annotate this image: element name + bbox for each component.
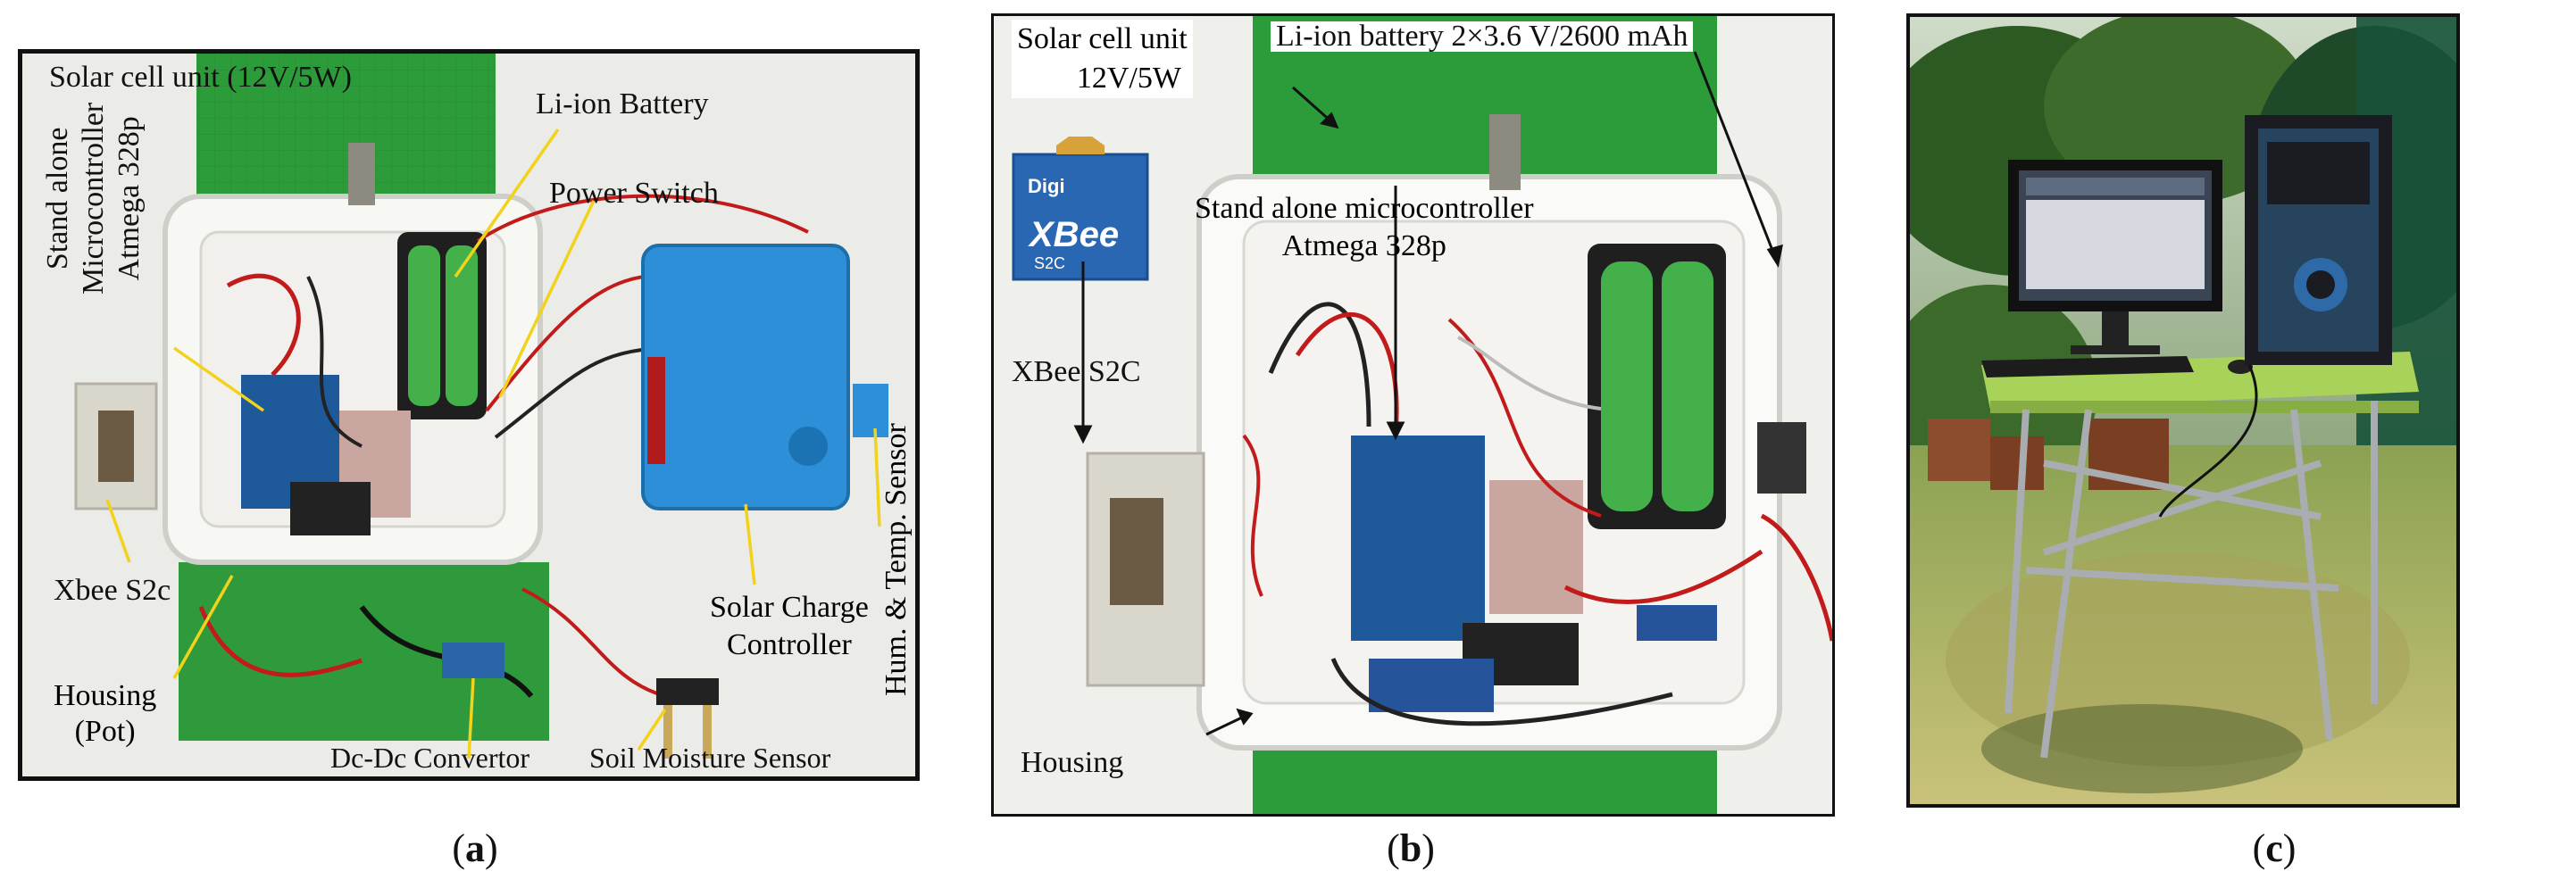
- panel-c: [1906, 13, 2460, 808]
- caption-a-letter: a: [465, 826, 485, 870]
- caption-b-letter: b: [1399, 826, 1422, 870]
- label-charge-controller: Solar Charge Controller: [710, 589, 869, 664]
- label-hum-temp-sensor: Hum. & Temp. Sensor: [880, 423, 913, 705]
- label-charge-controller-line2: Controller: [727, 628, 852, 661]
- label-b-microcontroller-line1: Stand alone microcontroller: [1195, 192, 1534, 225]
- panel-a-photo: [22, 54, 915, 776]
- xbee-logo-sub: S2C: [1034, 254, 1066, 272]
- label-power-switch: Power Switch: [549, 177, 719, 210]
- label-soil-sensor: Soil Moisture Sensor: [589, 742, 831, 774]
- xbee-logo-brand: Digi: [1028, 175, 1065, 197]
- caption-a: (a): [452, 826, 498, 870]
- label-microcontroller-line3: Atmega 328p: [113, 116, 146, 281]
- label-microcontroller: Stand alone Microcontroller Atmega 328p: [40, 103, 174, 303]
- charge-controller-a: [641, 244, 850, 510]
- caption-c-letter: c: [2265, 826, 2283, 870]
- panel-b-photo: [994, 16, 1832, 814]
- label-b-solar-unit-line1: Solar cell unit: [1017, 22, 1188, 55]
- label-xbee: Xbee S2c: [54, 574, 171, 607]
- label-solar-cell-unit: Solar cell unit (12V/5W): [49, 61, 352, 94]
- label-housing-line1: Housing: [54, 679, 157, 712]
- label-microcontroller-line1: Stand alone: [41, 127, 74, 270]
- label-b-solar-unit-line2: 12V/5W: [1076, 62, 1181, 95]
- panel-b: Solar cell unit 12V/5W Li-ion battery 2×…: [991, 13, 1835, 817]
- caption-c: (c): [2252, 826, 2297, 870]
- label-b-housing: Housing: [1021, 746, 1124, 779]
- label-microcontroller-line2: Microcontroller: [77, 102, 110, 295]
- label-b-microcontroller: Stand alone microcontroller Atmega 328p: [1195, 190, 1534, 265]
- panel-a: Solar cell unit (12V/5W) Li-ion Battery …: [18, 49, 920, 781]
- xbee-logo-chip: [1012, 153, 1149, 281]
- label-li-ion-battery: Li-ion Battery: [536, 87, 709, 120]
- label-housing-line2: (Pot): [74, 715, 136, 748]
- xbee-logo-model: XBee: [1030, 215, 1120, 254]
- label-b-microcontroller-line2: Atmega 328p: [1281, 229, 1446, 262]
- label-hum-temp-sensor-text: Hum. & Temp. Sensor: [880, 423, 913, 696]
- label-charge-controller-line1: Solar Charge: [710, 591, 869, 624]
- label-b-solar-unit: Solar cell unit 12V/5W: [1012, 20, 1193, 98]
- label-b-xbee: XBee S2C: [1012, 355, 1141, 388]
- label-dcdc: Dc-Dc Convertor: [330, 742, 530, 774]
- label-housing: Housing (Pot): [54, 678, 156, 750]
- panel-c-photo: [1910, 17, 2456, 804]
- label-b-li-ion-battery: Li-ion battery 2×3.6 V/2600 mAh: [1271, 21, 1694, 52]
- caption-b: (b): [1387, 826, 1435, 870]
